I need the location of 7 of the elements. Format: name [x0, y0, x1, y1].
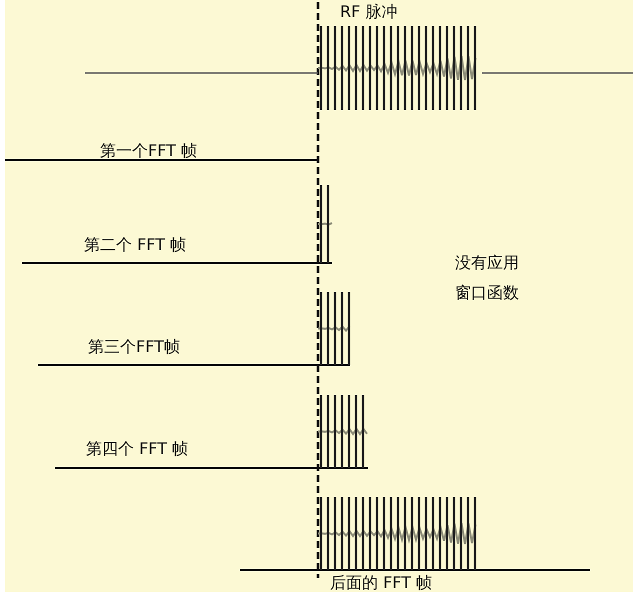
frame-label: 第二个 FFT 帧 — [84, 235, 186, 255]
frame-label: 第三个FFT帧 — [88, 337, 180, 357]
pulse-label: RF 脉冲 — [340, 2, 398, 22]
frame-label: 后面的 FFT 帧 — [330, 573, 432, 593]
frame-label: 第四个 FFT 帧 — [86, 439, 188, 459]
note-text: 没有应用窗口函数 — [455, 252, 520, 304]
frame-label: 第一个FFT 帧 — [100, 141, 197, 161]
